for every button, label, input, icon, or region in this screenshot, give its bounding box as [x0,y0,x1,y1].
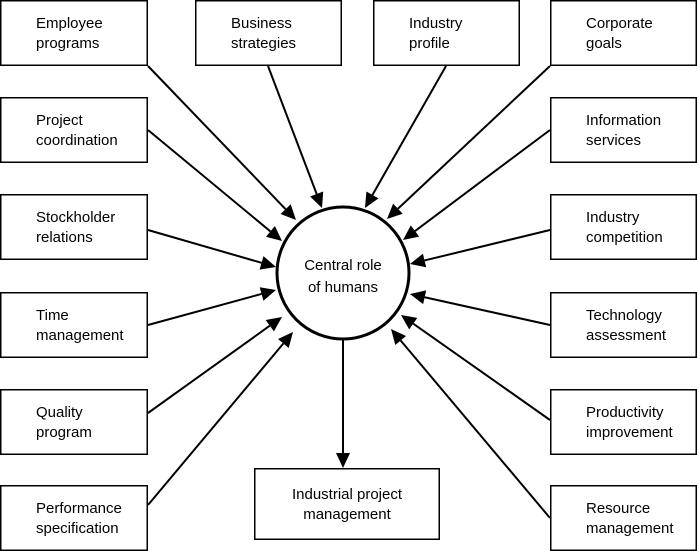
industry-profile-connector [371,65,447,196]
technology-assessment-box-outline [550,292,697,358]
industrial-project-management-label-line-1: Industrial project [292,486,403,503]
industrial-project-management-label-line-2: management [303,506,391,523]
corporate-goals-connector [397,65,551,210]
project-coordination-label-line-1: Project [36,112,84,129]
project-coordination-box: Project coordination [0,97,148,163]
information-services-label-line-1: Information [586,112,661,129]
corporate-goals-arrowhead [387,203,403,219]
quality-program-box-outline [0,389,148,455]
technology-assessment-connector [424,296,551,326]
resource-management-arrowhead [391,329,406,345]
performance-specification-box-outline [0,485,148,551]
information-services-box: Information services [550,97,697,163]
time-management-arrowhead [259,287,276,301]
productivity-improvement-label-line-1: Productivity [586,404,664,421]
resource-management-label-line-2: management [586,520,674,537]
performance-specification-connector [147,342,285,506]
information-services-label-line-2: services [586,132,641,149]
project-coordination-label-line-2: coordination [36,132,118,149]
industrial-project-management-arrowhead [336,453,350,468]
industrial-project-management-output-box: Industrial project management [254,468,440,540]
technology-assessment-label-line-1: Technology [586,307,662,324]
stockholder-relations-connector [147,229,262,264]
productivity-improvement-label-line-2: improvement [586,424,674,441]
industry-profile-arrowhead [365,191,379,208]
industrial-project-management-box-outline [254,468,440,540]
corporate-goals-label-line-1: Corporate [586,15,653,32]
corporate-goals-box-outline [550,0,697,66]
industry-profile-label-line-1: Industry [409,15,463,32]
quality-program-label-line-1: Quality [36,404,83,421]
industry-competition-arrowhead [410,253,427,268]
business-strategies-box: Business strategies [195,0,342,66]
industry-competition-box-outline [550,194,697,260]
time-management-box: Time management [0,292,148,358]
business-strategies-connector [267,65,318,195]
time-management-connector [147,292,262,326]
performance-specification-arrowhead [278,332,293,348]
productivity-improvement-box-outline [550,389,697,455]
quality-program-box: Quality program [0,389,148,455]
stockholder-relations-label-line-2: relations [36,229,93,246]
resource-management-box-outline [550,485,697,551]
industry-competition-connector [424,229,551,262]
stockholder-relations-label-line-1: Stockholder [36,209,115,226]
resource-management-connector [399,339,551,519]
project-coordination-arrowhead [266,226,282,241]
employee-programs-connector [147,65,287,210]
time-management-box-outline [0,292,148,358]
central-node: Central role of humans [275,205,411,341]
time-management-label-line-2: management [36,327,124,344]
project-coordination-box-outline [0,97,148,163]
performance-specification-label-line-2: specification [36,520,119,537]
connectors [147,65,551,519]
industry-profile-box: Industry profile [373,0,520,66]
industry-competition-label-line-2: competition [586,229,663,246]
business-strategies-label-line-1: Business [231,15,292,32]
productivity-improvement-box: Productivity improvement [550,389,697,455]
business-strategies-arrowhead [310,191,324,208]
central-label-line-2: of humans [308,279,378,296]
performance-specification-box: Performance specification [0,485,148,551]
industry-competition-label-line-1: Industry [586,209,640,226]
employee-programs-arrowhead [280,204,296,220]
technology-assessment-label-line-2: assessment [586,327,667,344]
business-strategies-label-line-2: strategies [231,35,296,52]
quality-program-arrowhead [265,317,282,332]
business-strategies-box-outline [195,0,342,66]
project-coordination-connector [147,129,272,233]
employee-programs-box-outline [0,0,148,66]
central-label-line-1: Central role [304,257,382,274]
employee-programs-label-line-2: programs [36,35,99,52]
employee-programs-label-line-1: Employee [36,15,103,32]
productivity-improvement-connector [412,322,551,421]
resource-management-label-line-1: Resource [586,500,650,517]
technology-assessment-box: Technology assessment [550,292,697,358]
quality-program-connector [147,324,271,414]
performance-specification-label-line-1: Performance [36,500,122,517]
information-services-arrowhead [403,225,420,240]
information-services-box-outline [550,97,697,163]
stockholder-relations-box-outline [0,194,148,260]
central-circle [275,205,411,341]
industry-profile-box-outline [373,0,520,66]
quality-program-label-line-2: program [36,424,92,441]
corporate-goals-label-line-2: goals [586,35,622,52]
technology-assessment-arrowhead [410,290,427,305]
industry-profile-label-line-2: profile [409,35,450,52]
productivity-improvement-arrowhead [401,315,418,330]
employee-programs-box: Employee programs [0,0,148,66]
stockholder-relations-box: Stockholder relations [0,194,148,260]
corporate-goals-box: Corporate goals [550,0,697,66]
time-management-label-line-1: Time [36,307,69,324]
resource-management-box: Resource management [550,485,697,551]
information-services-connector [414,129,551,232]
stockholder-relations-arrowhead [259,256,276,270]
industry-competition-box: Industry competition [550,194,697,260]
